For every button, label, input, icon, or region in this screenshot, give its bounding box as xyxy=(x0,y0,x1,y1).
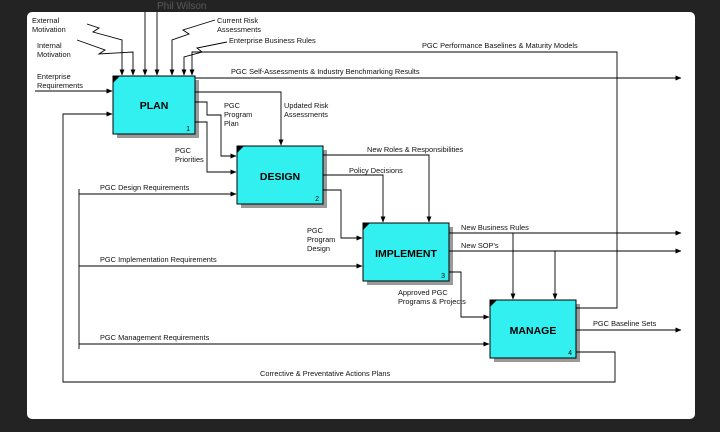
input-enterprise-requirements: Enterprise Requirements xyxy=(35,72,113,94)
svg-text:New Roles & Responsibilities: New Roles & Responsibilities xyxy=(367,145,463,154)
svg-text:Internal: Internal xyxy=(37,41,62,50)
svg-text:New Business Rules: New Business Rules xyxy=(461,223,529,232)
arrow-design-requirements: PGC Design Requirements xyxy=(79,183,237,197)
svg-text:Approved PGC: Approved PGC xyxy=(398,288,448,297)
implement-number: 3 xyxy=(441,273,445,280)
design-number: 2 xyxy=(315,196,319,203)
svg-text:Priorities: Priorities xyxy=(175,155,204,164)
svg-text:Plan: Plan xyxy=(224,119,239,128)
manage-box: MANAGE 4 xyxy=(489,299,580,362)
implement-title: IMPLEMENT xyxy=(375,248,437,260)
svg-text:External: External xyxy=(32,16,59,25)
svg-text:PGC Baseline Sets: PGC Baseline Sets xyxy=(593,319,657,328)
arrow-performance-baselines: PGC Performance Baselines & Maturity Mod… xyxy=(189,41,618,309)
svg-text:Motivation: Motivation xyxy=(37,50,71,59)
svg-text:PGC Management Requirements: PGC Management Requirements xyxy=(100,333,210,342)
arrow-self-assessments: PGC Self-Assessments & Industry Benchmar… xyxy=(195,67,682,81)
plan-title: PLAN xyxy=(140,100,169,112)
control-current-risk: Current Risk Assessments xyxy=(169,16,261,76)
svg-text:Programs & Projects: Programs & Projects xyxy=(398,297,466,306)
svg-text:Current Risk: Current Risk xyxy=(217,16,258,25)
arrow-new-business-rules: New Business Rules xyxy=(449,223,682,300)
svg-text:New SOP's: New SOP's xyxy=(461,241,499,250)
svg-text:Updated Risk: Updated Risk xyxy=(284,101,329,110)
arrow-baseline-sets: PGC Baseline Sets xyxy=(576,319,682,333)
svg-text:Requirements: Requirements xyxy=(37,81,83,90)
svg-text:Policy Decisions: Policy Decisions xyxy=(349,166,403,175)
control-internal-motivation: Internal Motivation xyxy=(37,39,136,76)
manage-title: MANAGE xyxy=(510,325,557,337)
svg-text:PGC Implementation Requirement: PGC Implementation Requirements xyxy=(100,255,217,264)
design-box: DESIGN 2 xyxy=(236,145,327,208)
svg-text:Program: Program xyxy=(224,110,252,119)
arrow-program-plan: PGC Program Plan xyxy=(195,101,252,159)
svg-text:Enterprise: Enterprise xyxy=(37,72,71,81)
arrow-new-roles: New Roles & Responsibilities xyxy=(323,145,463,223)
arrow-implementation-requirements: PGC Implementation Requirements xyxy=(79,255,363,269)
svg-text:Design: Design xyxy=(307,244,330,253)
arrow-corrective-actions: Corrective & Preventative Actions Plans xyxy=(62,111,616,383)
arrow-updated-risk: Updated Risk Assessments xyxy=(195,91,329,146)
implement-box: IMPLEMENT 3 xyxy=(362,222,453,285)
presenter-name: Phil Wilson xyxy=(157,1,207,12)
arrow-new-sops: New SOP's xyxy=(449,241,682,300)
svg-text:PGC: PGC xyxy=(175,146,192,155)
plan-box: PLAN 1 xyxy=(112,75,199,138)
plan-number: 1 xyxy=(186,126,190,133)
arrow-priorities: PGC Priorities xyxy=(175,121,237,175)
design-title: DESIGN xyxy=(260,171,300,183)
arrow-management-requirements: PGC Management Requirements xyxy=(79,333,490,347)
svg-text:Assessments: Assessments xyxy=(284,110,328,119)
svg-text:Motivation: Motivation xyxy=(32,25,66,34)
svg-text:PGC Performance Baselines & Ma: PGC Performance Baselines & Maturity Mod… xyxy=(422,41,578,50)
manage-number: 4 xyxy=(568,350,572,357)
diagram-card: PLAN 1 DESIGN 2 IMPLEMENT 3 MANAGE 4 Ext… xyxy=(27,12,695,419)
svg-text:PGC: PGC xyxy=(307,226,324,235)
svg-text:Assessments: Assessments xyxy=(217,25,261,34)
svg-text:Program: Program xyxy=(307,235,335,244)
svg-text:PGC Self-Assessments & Industr: PGC Self-Assessments & Industry Benchmar… xyxy=(231,67,420,76)
arrow-approved-programs: Approved PGC Programs & Projects xyxy=(398,271,490,320)
svg-text:Corrective & Preventative Acti: Corrective & Preventative Actions Plans xyxy=(260,369,391,378)
control-external-motivation: External Motivation xyxy=(32,16,125,76)
svg-text:Enterprise Business Rules: Enterprise Business Rules xyxy=(229,36,316,45)
idef0-diagram: PLAN 1 DESIGN 2 IMPLEMENT 3 MANAGE 4 Ext… xyxy=(32,12,682,383)
svg-text:PGC Design Requirements: PGC Design Requirements xyxy=(100,183,189,192)
arrow-policy-decisions: Policy Decisions xyxy=(323,166,403,223)
arrow-program-design: PGC Program Design xyxy=(307,189,363,253)
svg-text:PGC: PGC xyxy=(224,101,241,110)
